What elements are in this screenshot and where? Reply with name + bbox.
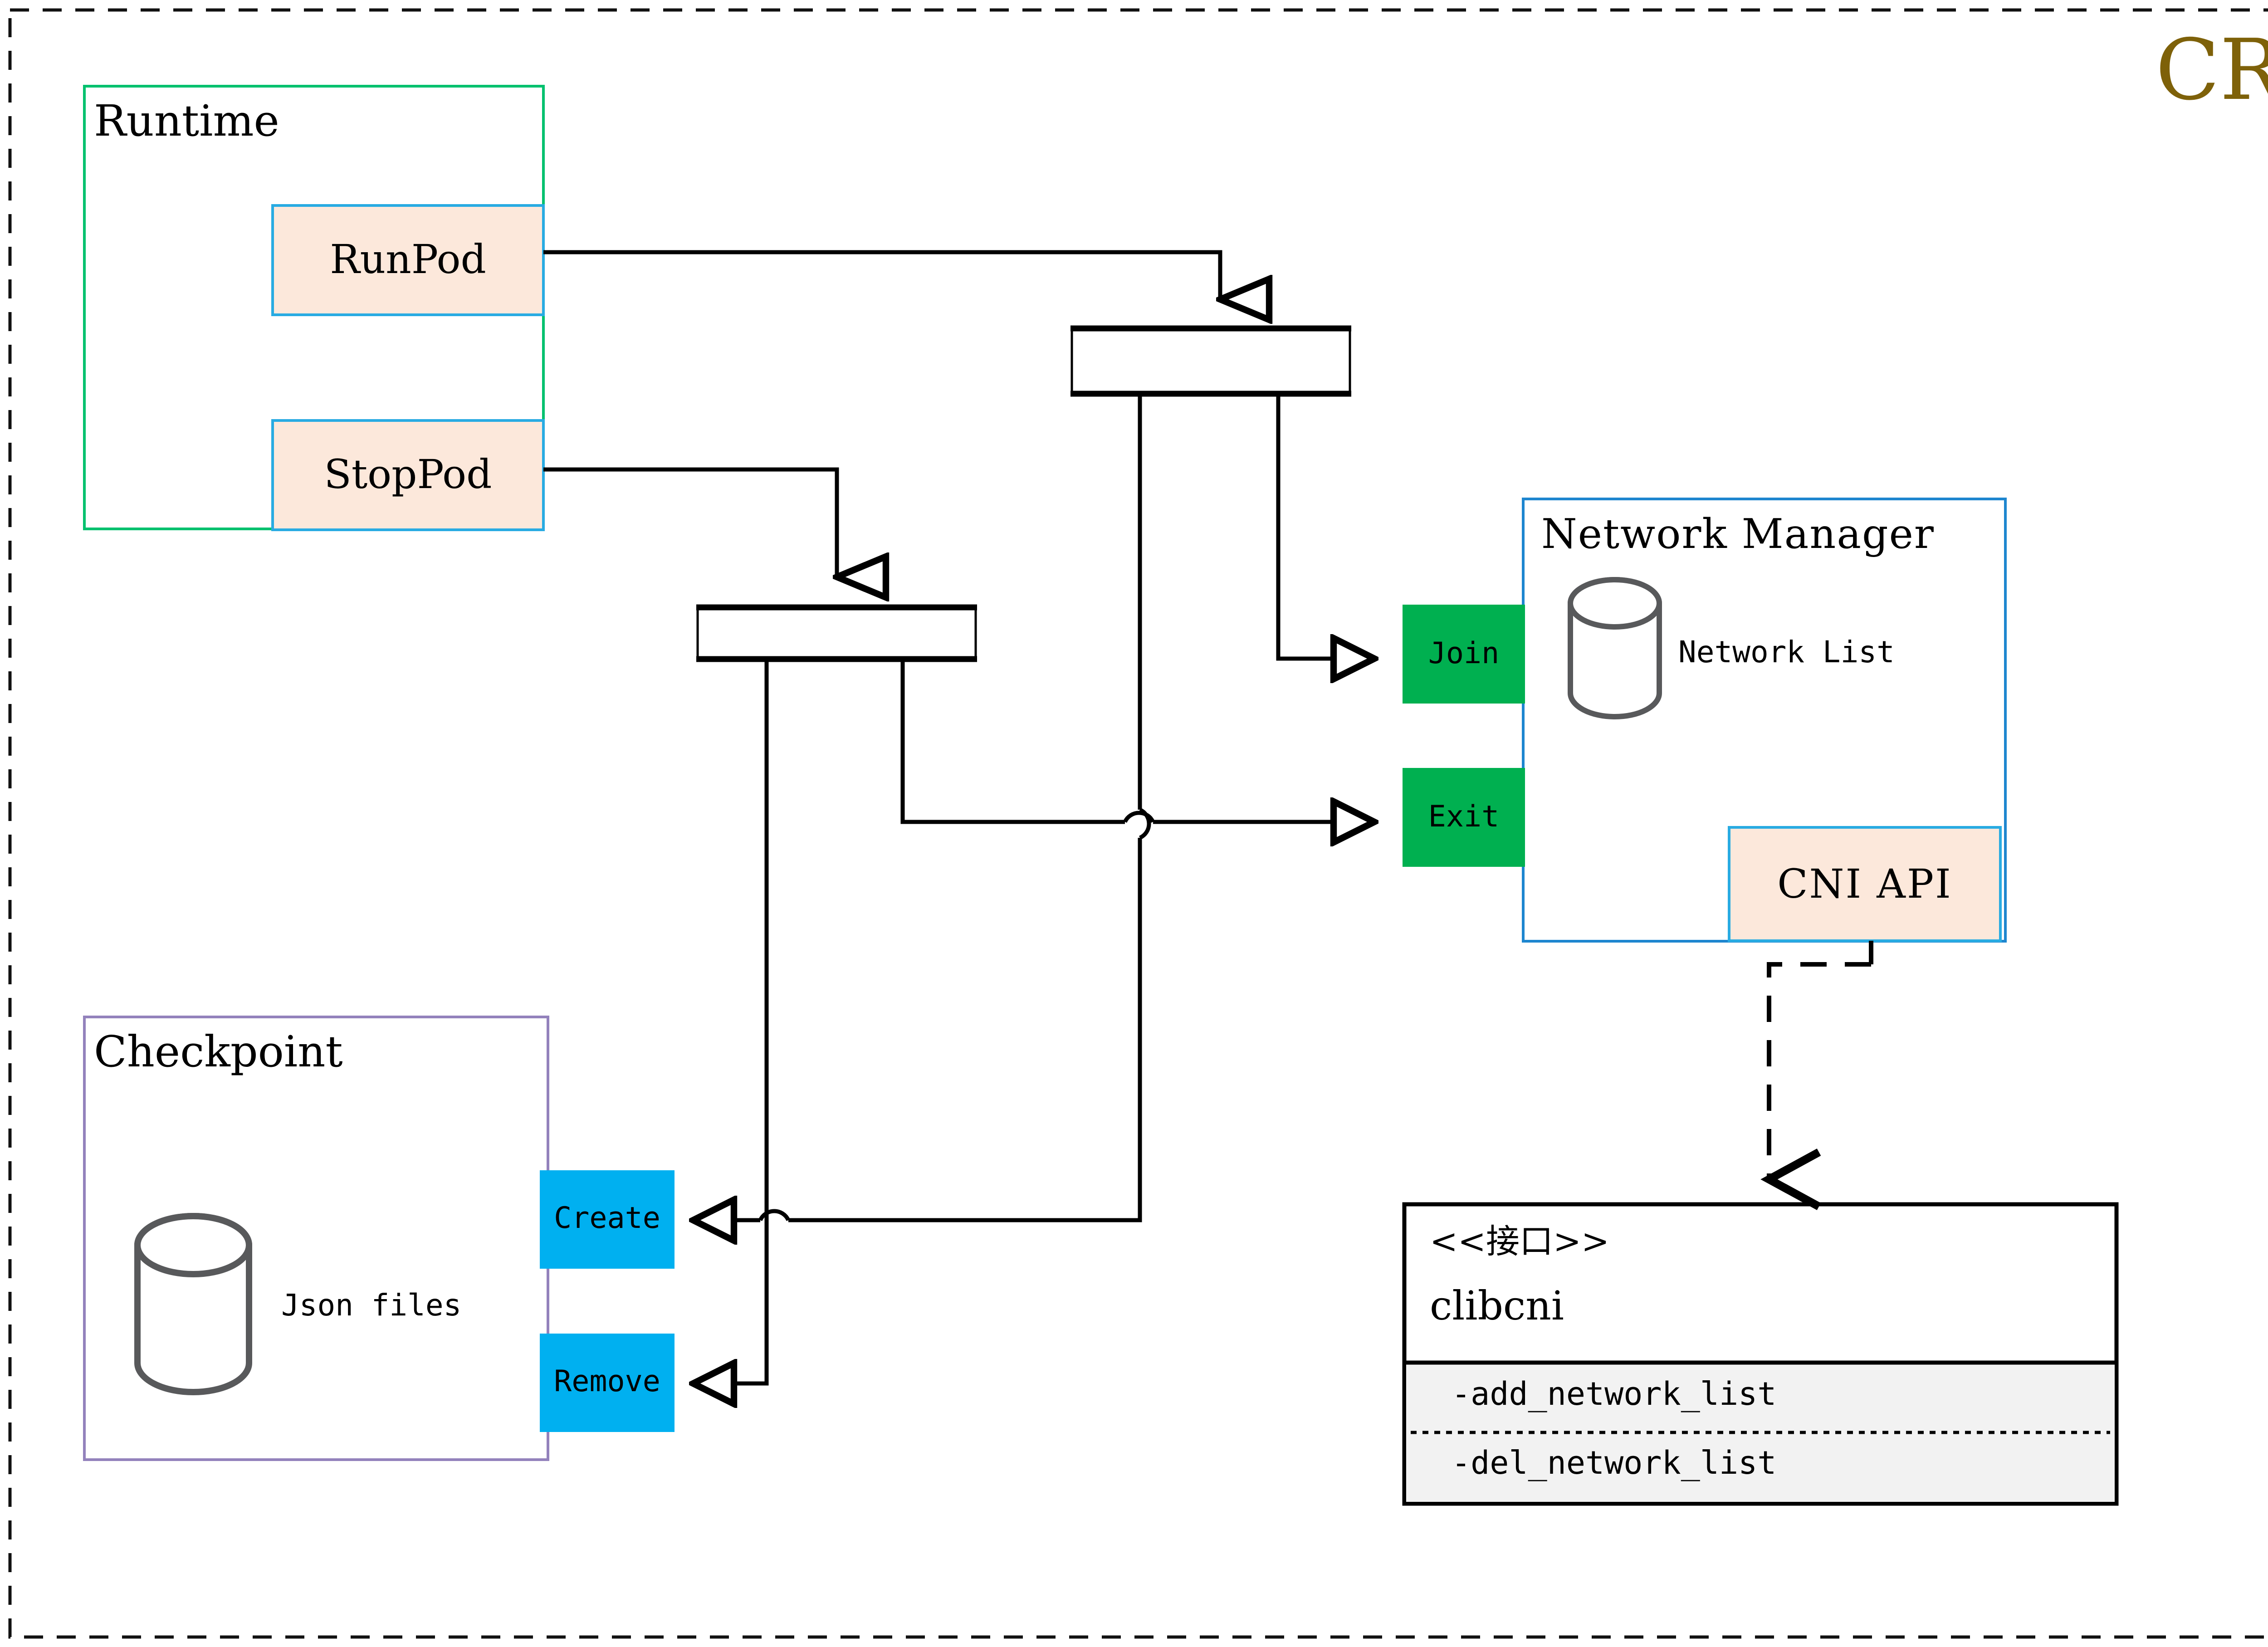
runtime-group-label: Runtime — [94, 96, 279, 146]
clibcni-stereotype: <<接口>> — [1430, 1222, 1610, 1261]
json-files-cylinder — [134, 1213, 252, 1395]
stoppod-box[interactable] — [271, 419, 545, 531]
edge-fork-to-join — [1276, 395, 1374, 659]
fork-bar-stoppod — [696, 604, 977, 662]
edge-runpod-to-fork — [543, 250, 1220, 299]
json-files-label: Json files — [281, 1288, 462, 1323]
edge-cniapi-to-clibcni — [1760, 941, 1873, 1210]
create-label: Create — [554, 1201, 660, 1235]
fork-bar-runpod — [1070, 325, 1351, 397]
edge-stoppod-to-fork — [543, 467, 837, 577]
join-port-box[interactable] — [1403, 605, 1525, 704]
create-box[interactable] — [540, 1170, 675, 1269]
network-list-cylinder — [1568, 577, 1662, 719]
network-manager-group-label: Network Manager — [1541, 510, 1935, 558]
join-label: Join — [1428, 636, 1500, 670]
cni-api-box[interactable] — [1728, 826, 2002, 942]
edge-create-hop — [758, 1209, 791, 1222]
clibcni-methods-compartment — [1406, 1363, 2115, 1502]
cni-api-label: CNI API — [1777, 860, 1952, 907]
runpod-box[interactable] — [271, 204, 545, 316]
remove-label: Remove — [554, 1364, 660, 1398]
outer-frame — [8, 8, 2268, 1639]
exit-port-box[interactable] — [1403, 768, 1525, 867]
network-list-label: Network List — [1678, 635, 1895, 670]
edge-fork-to-remove — [693, 660, 769, 1383]
remove-box[interactable] — [540, 1334, 675, 1432]
runpod-label: RunPod — [330, 236, 486, 283]
edge-fork-to-exit-a — [900, 660, 1125, 824]
edge-fork-to-create-lower — [788, 838, 1142, 1222]
checkpoint-group-label: Checkpoint — [94, 1027, 343, 1077]
exit-label: Exit — [1428, 800, 1500, 834]
clibcni-name: clibcni — [1430, 1282, 1564, 1329]
edge-exit-hop — [1123, 811, 1155, 823]
stoppod-label: StopPod — [324, 451, 492, 498]
diagram-title: CRI — [2156, 21, 2268, 119]
clibcni-method-del: -del_network_list — [1452, 1444, 1777, 1481]
clibcni-method-add: -add_network_list — [1452, 1375, 1777, 1412]
